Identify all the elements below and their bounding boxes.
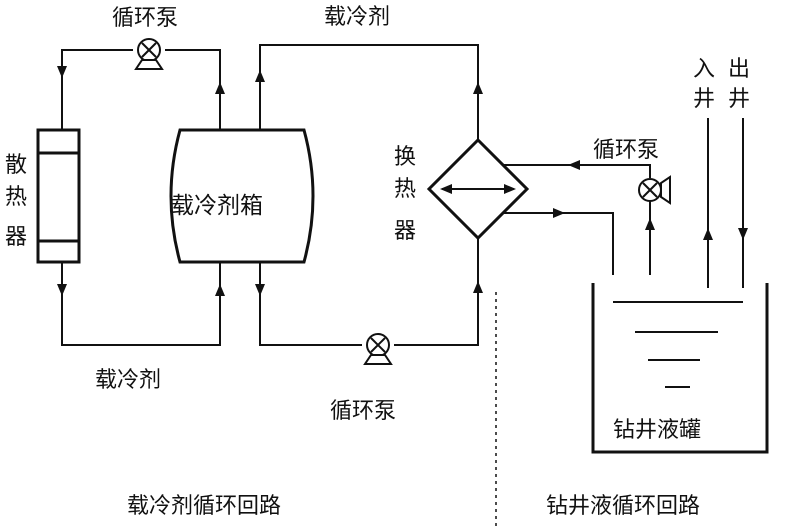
radiator xyxy=(36,128,81,264)
circulation-pump-right xyxy=(638,175,671,205)
radiator-loop-bottom-pipe xyxy=(57,262,225,346)
coolant-loop-caption: 载冷剂循环回路 xyxy=(127,494,281,519)
heat-exchanger xyxy=(426,137,530,241)
drilling-tank-label: 钻井液罐 xyxy=(613,418,701,443)
svg-text:井: 井 xyxy=(728,87,750,112)
well-outlet-pipe xyxy=(738,118,748,288)
svg-text:井: 井 xyxy=(693,87,715,112)
svg-text:散: 散 xyxy=(5,153,27,178)
svg-text:器: 器 xyxy=(394,219,416,244)
svg-text:热: 热 xyxy=(5,185,27,210)
pump-top-label: 循环泵 xyxy=(112,6,178,31)
svg-text:换: 换 xyxy=(394,145,416,170)
outlet-label: 出 井 xyxy=(728,57,750,112)
pump-bottom-label: 循环泵 xyxy=(330,399,396,424)
coolant-top-label: 载冷剂 xyxy=(324,5,390,30)
heat-exchanger-label: 换 热 器 xyxy=(394,145,416,244)
inlet-label: 入 井 xyxy=(693,57,715,112)
drilling-fluid-return-pipe xyxy=(503,160,655,275)
svg-text:出: 出 xyxy=(728,57,750,82)
coolant-bottom-label: 载冷剂 xyxy=(95,368,161,393)
exchanger-loop-bottom-pipe xyxy=(255,238,483,346)
drilling-fluid-supply-pipe xyxy=(503,208,614,275)
drilling-fluid-tank xyxy=(591,283,769,454)
radiator-label: 散 热 器 xyxy=(5,153,27,250)
tank-label: 载冷剂箱 xyxy=(171,193,263,219)
radiator-loop-top-pipe xyxy=(57,49,225,130)
well-inlet-pipe xyxy=(703,118,713,288)
exchanger-loop-top-pipe xyxy=(255,44,483,140)
circulation-pump-top xyxy=(134,38,164,70)
circulation-pump-bottom xyxy=(363,333,393,365)
coolant-tank xyxy=(169,128,315,264)
svg-text:热: 热 xyxy=(394,177,416,202)
drilling-loop-caption: 钻井液循环回路 xyxy=(546,494,700,519)
pump-right-label: 循环泵 xyxy=(593,138,659,163)
svg-text:器: 器 xyxy=(5,225,27,250)
svg-text:入: 入 xyxy=(693,57,715,82)
